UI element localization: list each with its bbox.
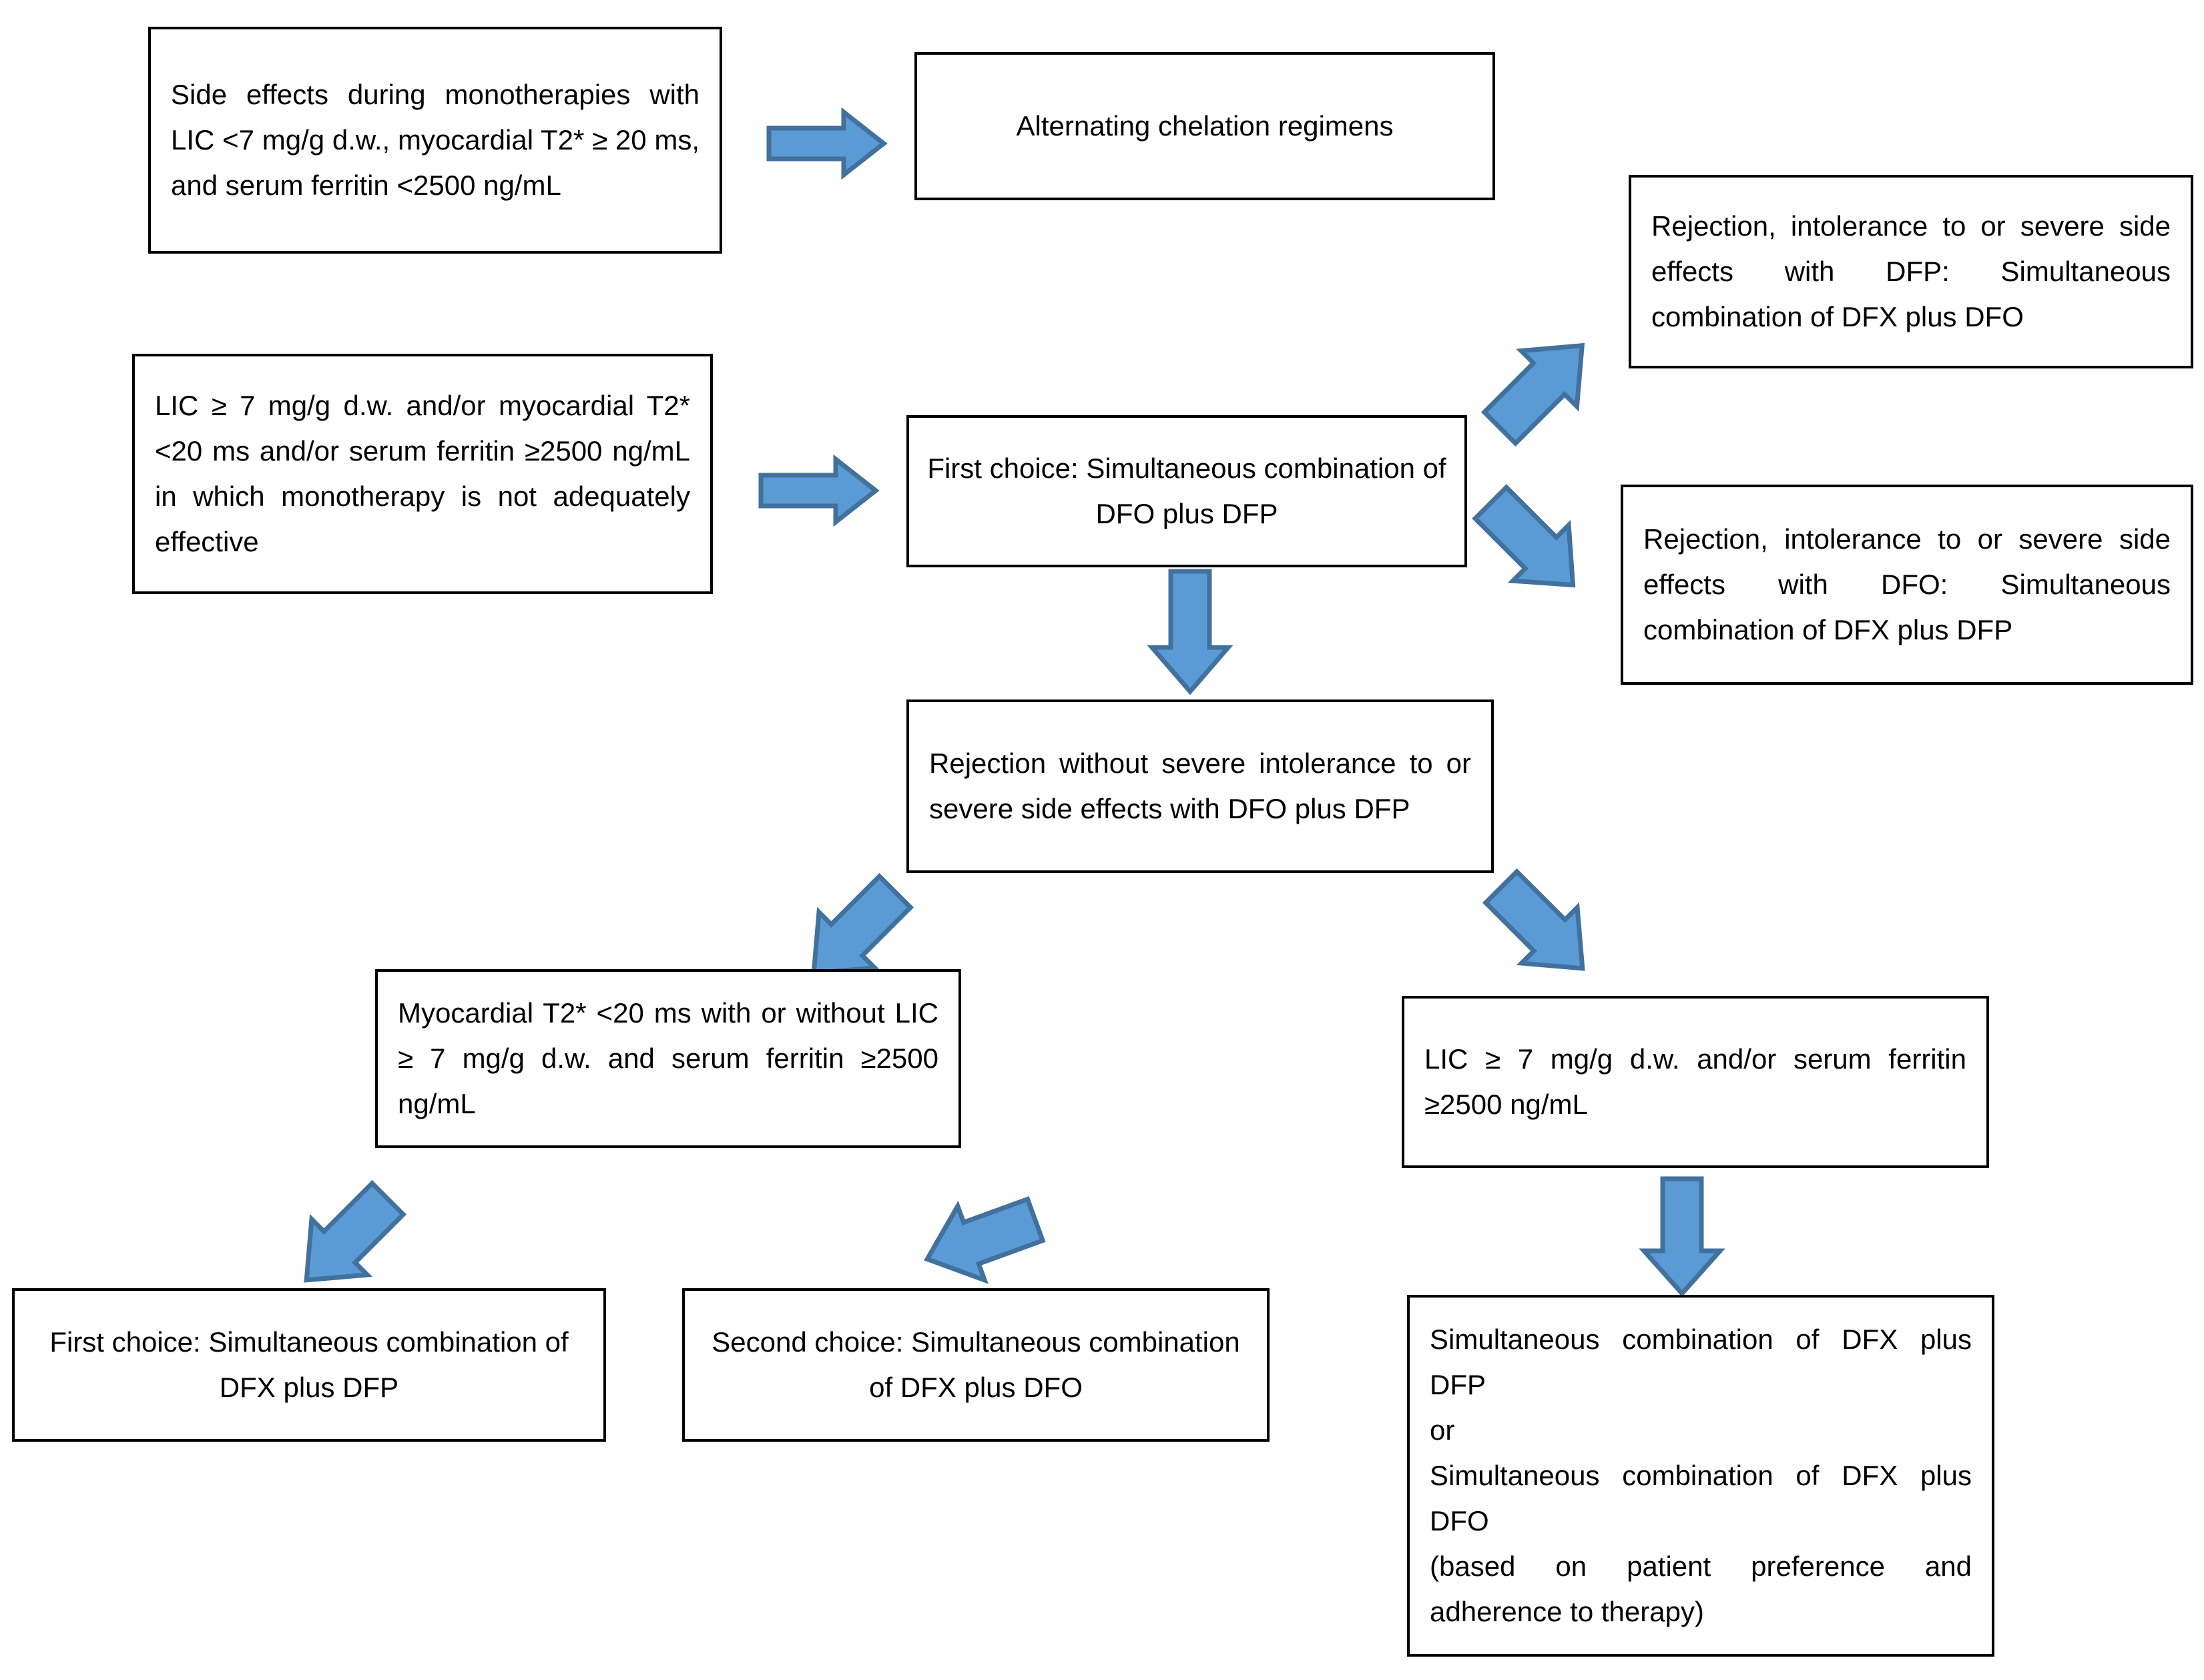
node-text: Rejection, intolerance to or severe side…	[1643, 523, 2171, 646]
node-text: Simultaneous combination of DFX plus DFP…	[1430, 1323, 1972, 1628]
node-text: Myocardial T2* <20 ms with or without LI…	[398, 997, 938, 1120]
arrow-to-alternating	[766, 107, 888, 180]
node-second-choice-dfx-dfo: Second choice: Simultaneous combination …	[682, 1288, 1270, 1442]
node-text: Side effects during monotherapies with L…	[171, 78, 700, 202]
node-first-choice-dfo-dfp: First choice: Simultaneous combination o…	[906, 415, 1467, 567]
arrow-to-rejection-dfo	[1462, 479, 1602, 609]
node-monotherapy-side-effects: Side effects during monotherapies with L…	[148, 27, 722, 254]
node-dfx-combination-options: Simultaneous combination of DFX plus DFP…	[1407, 1295, 1994, 1657]
node-text: Second choice: Simultaneous combination …	[712, 1326, 1240, 1403]
node-text: LIC ≥ 7 mg/g d.w. and/or myocardial T2* …	[155, 389, 690, 558]
arrow-to-myocardial	[788, 868, 921, 998]
node-rejection-without-severe: Rejection without severe intolerance to …	[906, 699, 1494, 873]
arrow-to-lic-ferritin	[1475, 861, 1609, 995]
arrow-to-rejection-dfp	[1474, 324, 1607, 451]
node-text: LIC ≥ 7 mg/g d.w. and/or serum ferritin …	[1424, 1043, 1966, 1120]
arrow-to-dfx-options	[1639, 1176, 1725, 1298]
node-lic-high-criteria: LIC ≥ 7 mg/g d.w. and/or myocardial T2* …	[132, 354, 713, 594]
arrow-to-first-choice	[758, 454, 880, 527]
node-rejection-dfp: Rejection, intolerance to or severe side…	[1629, 175, 2193, 368]
node-rejection-dfo: Rejection, intolerance to or severe side…	[1621, 485, 2193, 685]
node-text: Rejection, intolerance to or severe side…	[1651, 210, 2171, 333]
node-alternating-chelation: Alternating chelation regimens	[914, 52, 1495, 200]
node-text: Rejection without severe intolerance to …	[929, 747, 1471, 824]
node-text: First choice: Simultaneous combination o…	[49, 1326, 569, 1403]
node-text: First choice: Simultaneous combination o…	[927, 452, 1446, 529]
node-text: Alternating chelation regimens	[1016, 109, 1394, 142]
node-lic-or-ferritin: LIC ≥ 7 mg/g d.w. and/or serum ferritin …	[1402, 996, 1989, 1168]
arrow-to-second-choice-dfx-dfo	[914, 1175, 1048, 1305]
node-myocardial-t2-low: Myocardial T2* <20 ms with or without LI…	[375, 969, 961, 1148]
arrow-to-first-choice-dfx-dfp	[280, 1175, 414, 1305]
node-first-choice-dfx-dfp: First choice: Simultaneous combination o…	[12, 1288, 606, 1442]
arrow-to-rejection-without-severe	[1147, 569, 1233, 695]
